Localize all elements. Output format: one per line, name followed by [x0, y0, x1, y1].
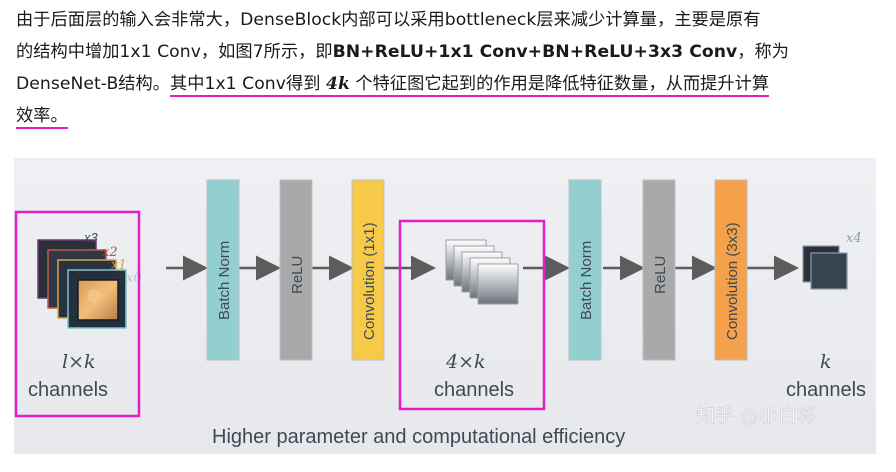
input-highlight-box [14, 210, 141, 418]
highlighted-sentence: 其中1x1 Conv得到 4k 个特征图它起到的作用是降低特征数量，从而提升计算 [170, 74, 770, 97]
stack-label-x2: x2 [102, 245, 118, 260]
stack-label-x3: x3 [83, 230, 99, 245]
diagram-caption: Higher parameter and computational effic… [212, 426, 625, 448]
output-channels-label: channels [786, 379, 866, 401]
line1-text: 由于后面层的输入会非常大，DenseBlock内部可以采用bottleneck层… [16, 10, 761, 30]
stack-label-x0: x0 [126, 271, 142, 286]
mid-size-label: 4×k [445, 351, 486, 373]
structure-formula: BN+ReLU+1x1 Conv+BN+ReLU+3x3 Conv [332, 42, 738, 62]
paragraph-line-4: 效率。 [16, 100, 884, 132]
relu-1-label: ReLU [289, 256, 306, 294]
conv-1x1-label: Convolution (1x1) [361, 222, 378, 340]
mid-channels-label: channels [434, 379, 514, 401]
line3-pre-text: DenseNet-B结构。 [16, 74, 170, 94]
mid-feature-stack [445, 239, 519, 305]
relu-block-1: ReLU [279, 179, 313, 361]
output-stack-label: x4 [846, 231, 862, 246]
paragraph-line-1: 由于后面层的输入会非常大，DenseBlock内部可以采用bottleneck层… [16, 4, 884, 36]
conv-3x3-block: Convolution (3x3) [714, 179, 748, 361]
output-size-label: k [820, 351, 832, 373]
description-paragraph: 由于后面层的输入会非常大，DenseBlock内部可以采用bottleneck层… [16, 4, 884, 132]
input-feature-stack: x3 x2 x1 x0 [37, 230, 142, 329]
paragraph-line-2: 的结构中增加1x1 Conv，如图7所示，即BN+ReLU+1x1 Conv+B… [16, 36, 884, 68]
batch-norm-1-label: Batch Norm [216, 241, 233, 320]
mid-highlight-box [398, 219, 546, 411]
stack-label-x1: x1 [111, 258, 127, 273]
conv-1x1-block: Convolution (1x1) [351, 179, 385, 361]
output-feature-stack: x4 [802, 231, 862, 290]
relu-2-label: ReLU [652, 256, 669, 294]
diagram-svg: x3 x2 x1 x0 l×k channels Batch Norm ReLU [14, 179, 866, 448]
line2-post-text: ，称为 [737, 42, 789, 62]
batch-norm-block-1: Batch Norm [206, 179, 240, 361]
highlighted-sentence-end: 效率。 [16, 106, 68, 129]
input-size-label: l×k [62, 351, 96, 373]
conv-3x3-label: Convolution (3x3) [724, 222, 741, 340]
line2-pre-text: 的结构中增加1x1 Conv，如图7所示，即 [16, 42, 333, 62]
zhihu-watermark: 知乎 @小白将 [696, 405, 816, 427]
math-4k: 4k [325, 74, 350, 94]
densenet-b-diagram: x3 x2 x1 x0 l×k channels Batch Norm ReLU [14, 158, 876, 454]
input-channels-label: channels [28, 379, 108, 401]
hl-text-a: 其中1x1 Conv得到 [170, 74, 326, 94]
batch-norm-block-2: Batch Norm [568, 179, 602, 361]
paragraph-line-3: DenseNet-B结构。其中1x1 Conv得到 4k 个特征图它起到的作用是… [16, 68, 884, 100]
hl-text-b: 个特征图它起到的作用是降低特征数量，从而提升计算 [349, 74, 770, 94]
batch-norm-2-label: Batch Norm [578, 241, 595, 320]
relu-block-2: ReLU [642, 179, 676, 361]
